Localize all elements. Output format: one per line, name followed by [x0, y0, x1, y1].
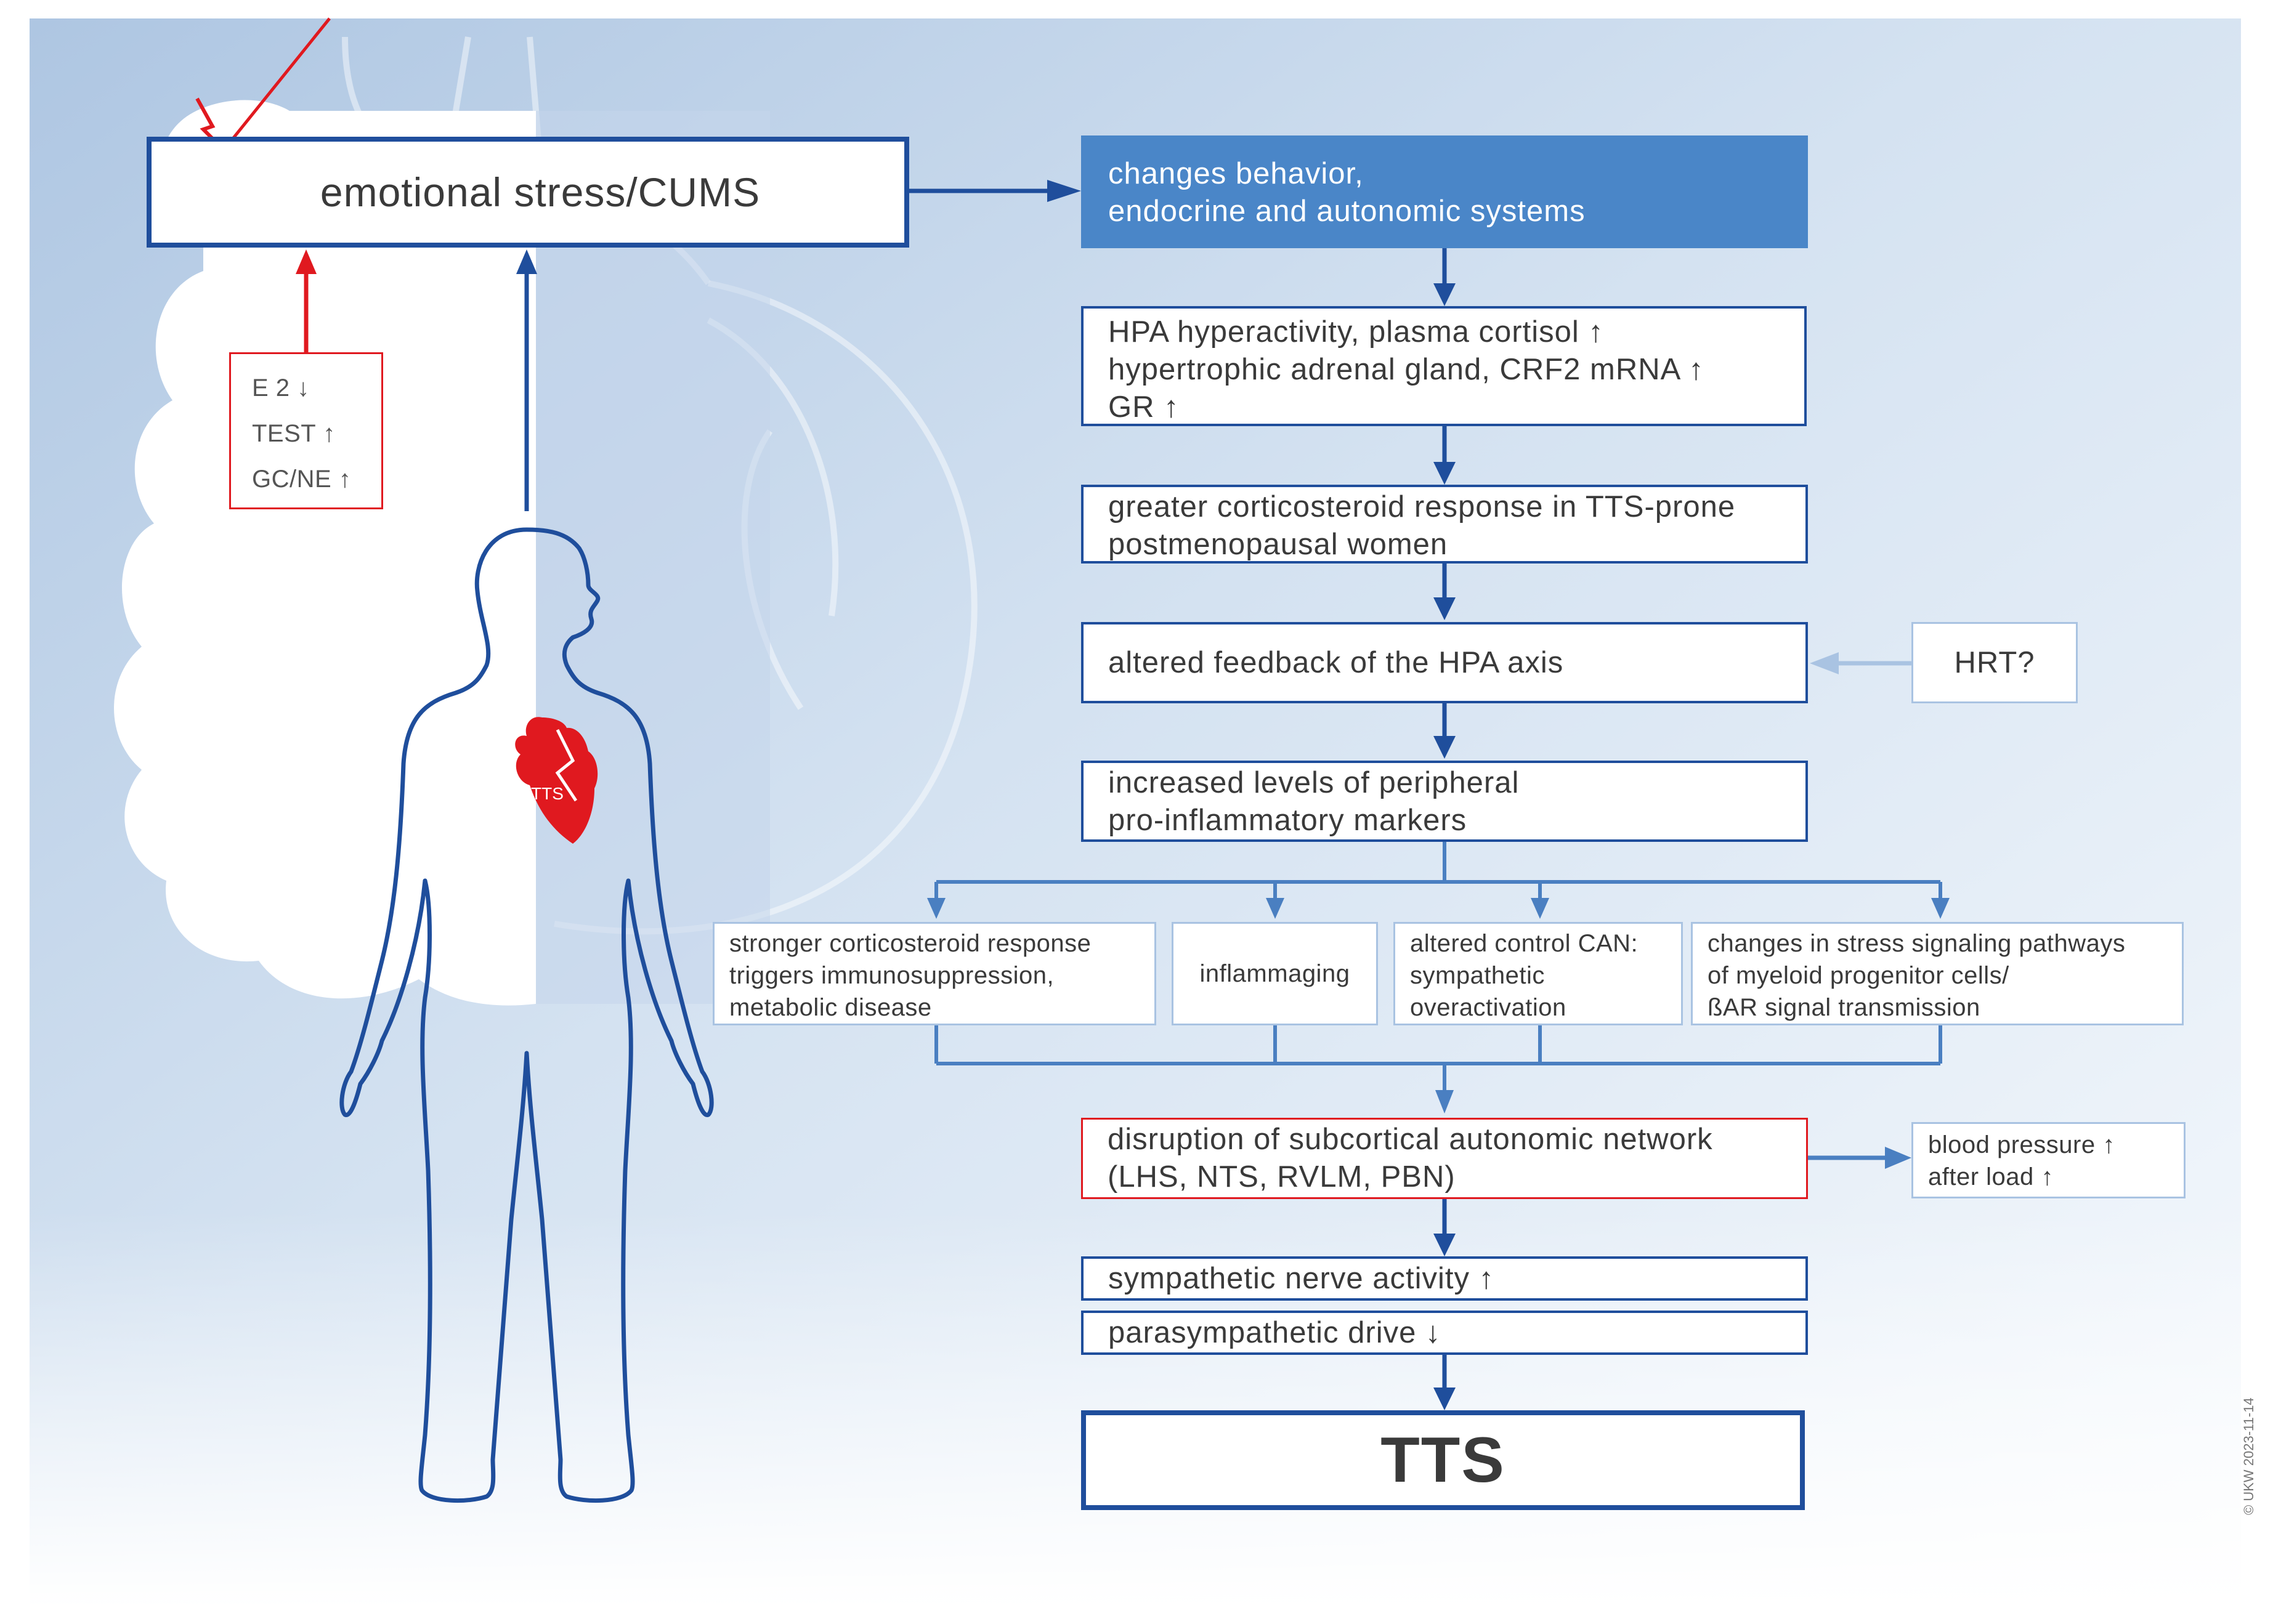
arrow-head	[1266, 898, 1284, 919]
branch-line: inflammaging	[1199, 960, 1350, 987]
bp-box: blood pressure ↑ after load ↑	[1911, 1122, 2186, 1198]
parasympathetic-box: parasympathetic drive ↓	[1081, 1311, 1808, 1355]
copyright-notice: © UKW 2023-11-14	[2241, 1397, 2256, 1515]
hormone-arrow-head	[296, 249, 317, 274]
heart-label: TTS	[531, 784, 564, 803]
bp-line: after load ↑	[1928, 1163, 2054, 1190]
arrow-head	[1433, 283, 1456, 306]
branch-line: sympathetic	[1410, 962, 1545, 989]
disruption-line: disruption of subcortical autonomic netw…	[1108, 1123, 1713, 1156]
arrow-head	[1885, 1147, 1911, 1169]
cloud-right-shade	[536, 111, 770, 1004]
disruption-line: (LHS, NTS, RVLM, PBN)	[1108, 1160, 1456, 1194]
white-cloud	[114, 100, 536, 1006]
arrow-head	[927, 898, 946, 919]
feedback-box: altered feedback of the HPA axis	[1081, 622, 1808, 703]
hormone-item: TEST ↑	[252, 420, 336, 447]
arrow-head	[1531, 898, 1549, 919]
arrow-head	[1433, 1234, 1456, 1256]
arrow-head	[1931, 898, 1950, 919]
hpa-line: GR ↑	[1108, 390, 1180, 424]
hormone-item: GC/NE ↑	[252, 466, 352, 493]
inflammatory-box: increased levels of peripheral pro-infla…	[1081, 761, 1808, 842]
corticosteroid-line: greater corticosteroid response in TTS-p…	[1108, 490, 1736, 523]
arrow-head	[1433, 462, 1456, 485]
branch-line: ßAR signal transmission	[1708, 994, 1980, 1021]
inflammatory-line: pro-inflammatory markers	[1108, 804, 1467, 837]
arrow-head	[1810, 652, 1839, 674]
bp-line: blood pressure ↑	[1928, 1131, 2115, 1158]
arrow-head	[1433, 597, 1456, 620]
body-to-stress-arrow-head	[516, 249, 537, 274]
changes-line: endocrine and autonomic systems	[1108, 195, 1586, 228]
disruption-box: disruption of subcortical autonomic netw…	[1081, 1118, 1808, 1199]
heart-lightning-icon	[555, 729, 578, 802]
branch-line: triggers immunosuppression,	[729, 962, 1055, 989]
changes-line: changes behavior,	[1108, 157, 1364, 190]
stressor-label: emotional stress/CUMS	[320, 169, 761, 215]
sympathetic-box: sympathetic nerve activity ↑	[1081, 1256, 1808, 1301]
tts-box: TTS	[1081, 1410, 1805, 1510]
heart-icon	[515, 717, 598, 844]
hpa-line: hypertrophic adrenal gland, CRF2 mRNA ↑	[1108, 353, 1704, 386]
branch-line: altered control CAN:	[1410, 930, 1639, 957]
hpa-box: HPA hyperactivity, plasma cortisol ↑ hyp…	[1081, 306, 1807, 426]
inflammatory-line: increased levels of peripheral	[1108, 766, 1520, 799]
branch-line: overactivation	[1410, 994, 1566, 1021]
changes-box: changes behavior, endocrine and autonomi…	[1081, 135, 1808, 248]
branch-immunosuppression-box: stronger corticosteroid response trigger…	[713, 922, 1156, 1025]
lightning-line	[227, 17, 331, 146]
hpa-line: HPA hyperactivity, plasma cortisol ↑	[1108, 315, 1604, 349]
arrow-head	[1433, 1388, 1456, 1410]
hormone-box: E 2 ↓ TEST ↑ GC/NE ↑	[229, 352, 383, 509]
branch-can-box: altered control CAN: sympathetic overact…	[1393, 922, 1683, 1025]
arrow-head	[1433, 736, 1456, 759]
hrt-line: HRT?	[1954, 645, 2035, 679]
arrow-head	[1047, 180, 1081, 202]
branch-line: changes in stress signaling pathways	[1708, 930, 2126, 957]
branch-line: of myeloid progenitor cells/	[1708, 962, 2009, 989]
parasympathetic-line: parasympathetic drive ↓	[1108, 1315, 1441, 1349]
tts-label: TTS	[1380, 1424, 1505, 1496]
hrt-box: HRT?	[1911, 622, 2078, 703]
branch-inflammaging-box: inflammaging	[1172, 922, 1378, 1025]
corticosteroid-box: greater corticosteroid response in TTS-p…	[1081, 485, 1808, 564]
feedback-line: altered feedback of the HPA axis	[1108, 645, 1564, 679]
sympathetic-line: sympathetic nerve activity ↑	[1108, 1261, 1495, 1295]
branch-signaling-box: changes in stress signaling pathways of …	[1691, 922, 2184, 1025]
hormone-item: E 2 ↓	[252, 374, 310, 402]
stressor-box: emotional stress/CUMS	[147, 137, 909, 248]
arrow-head	[1435, 1090, 1454, 1113]
branch-line: metabolic disease	[729, 994, 932, 1021]
branch-line: stronger corticosteroid response	[729, 930, 1092, 957]
corticosteroid-line: postmenopausal women	[1108, 528, 1448, 561]
